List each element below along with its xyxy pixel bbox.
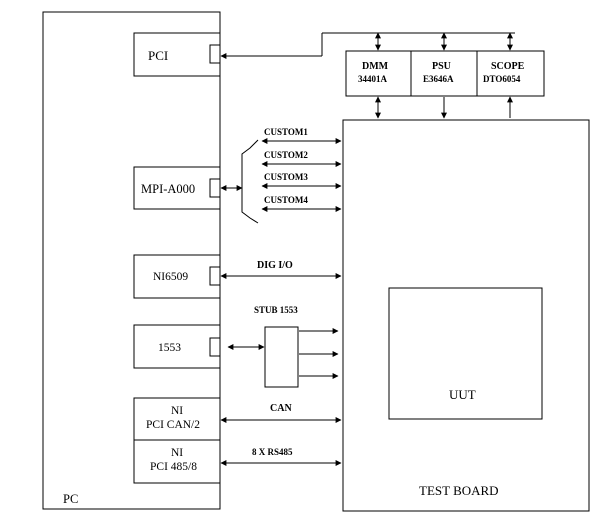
instrument-dmm: DMM 34401A [345,50,412,97]
instrument-scope-model: DTO6054 [483,74,521,84]
instrument-psu-name: PSU [432,61,451,72]
ni6509-card-label: NI6509 [153,271,188,283]
can-card-label-line2: PCI CAN/2 [146,419,200,431]
instrument-scope: SCOPE DTO6054 [476,50,545,97]
dig-io-label: DIG I/O [257,260,293,271]
custom-label-2: CUSTOM2 [264,150,308,160]
stub-label: STUB 1553 [254,305,298,315]
rs485-card-label-line1: NI [171,447,183,459]
custom-label-3: CUSTOM3 [264,172,308,182]
instrument-psu: PSU E3646A [410,50,478,97]
can-card-label-line1: NI [171,405,183,417]
instrument-psu-model: E3646A [423,74,454,84]
pci-card-label: PCI [148,48,168,63]
can-link: CAN [220,403,342,423]
test-board-label: TEST BOARD [419,483,499,498]
can-label: CAN [270,403,292,414]
rs485-link: 8 X RS485 [220,447,342,466]
dig-io-link: DIG I/O [220,260,342,279]
custom-label-1: CUSTOM1 [264,127,308,137]
rs485-card: NI PCI 485/8 [133,439,221,484]
custom-links: CUSTOM1 CUSTOM2 CUSTOM3 CUSTOM4 [220,127,342,224]
uut-label: UUT [449,387,476,402]
mpi-card-label: MPI-A000 [141,182,195,196]
instrument-scope-name: SCOPE [491,61,525,72]
rs485-label: 8 X RS485 [252,447,293,457]
gpib-bus [220,32,515,59]
pc-label: PC [63,492,78,506]
ni6509-card: NI6509 [133,254,221,299]
uut-box [388,287,543,420]
rs485-card-label-line2: PCI 485/8 [150,461,197,473]
instrument-dmm-name: DMM [362,61,389,72]
instrument-board-links [375,96,513,119]
pci-card: PCI [133,32,221,77]
instrument-dmm-model: 34401A [358,74,388,84]
mpi-card: MPI-A000 [133,166,221,210]
stub-1553: STUB 1553 [227,305,339,388]
mil1553-card: 1553 [133,324,221,369]
custom-label-4: CUSTOM4 [264,195,308,205]
mil1553-card-label: 1553 [158,342,181,354]
can-card: NI PCI CAN/2 [133,397,221,441]
